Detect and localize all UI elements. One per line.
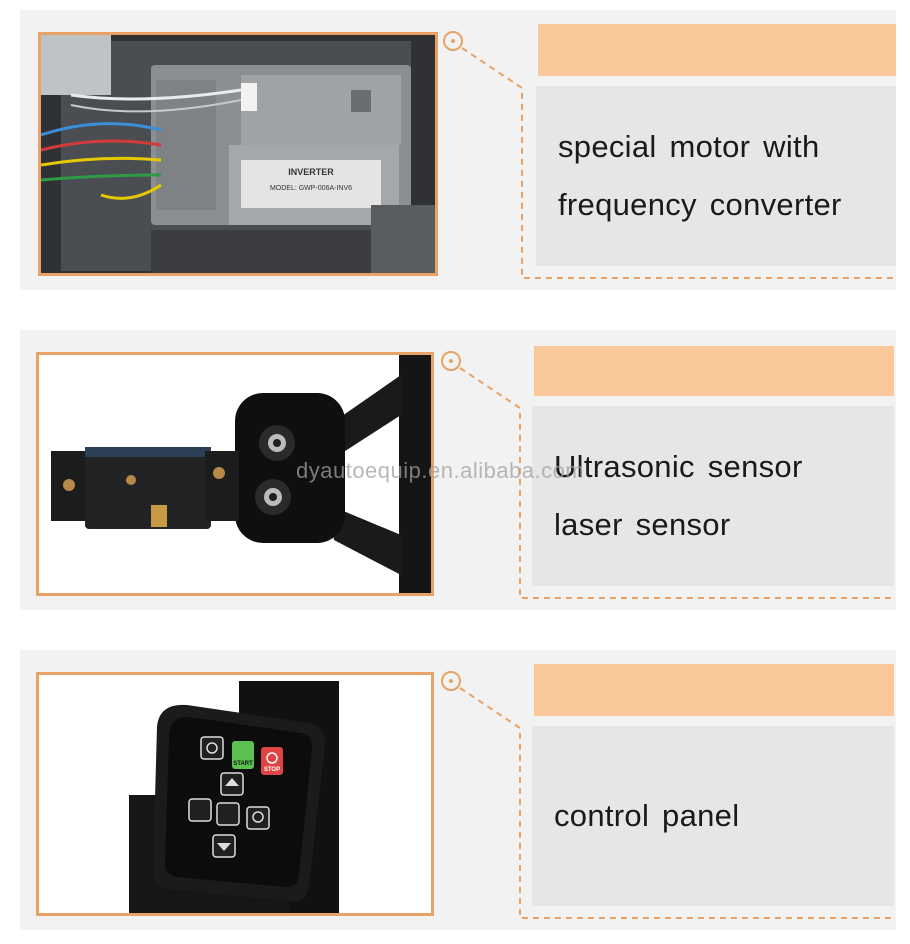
connector-line-3 (441, 671, 894, 919)
inverter-motor-illustration: INVERTER MODEL: GWP-006A-INV6 (41, 35, 435, 273)
stop-button-label: STOP (264, 767, 280, 773)
feature-header-bar-3 (534, 664, 894, 716)
watermark: dyautoequip.en.alibaba.com (296, 458, 585, 483)
inverter-brand-label: INVERTER (288, 167, 334, 177)
feature-text-line: special motor with (558, 129, 820, 164)
control-panel-photo: START STOP (36, 672, 434, 916)
connector-line-1 (443, 31, 896, 279)
feature-text-line: frequency converter (558, 187, 842, 222)
feature-text-line: Ultrasonic sensor (554, 449, 803, 484)
inverter-model-label: MODEL: GWP-006A-INV6 (270, 185, 352, 192)
feature-text-line: laser sensor (554, 507, 731, 542)
connector-line-2 (441, 351, 894, 599)
feature-text-box-3: control panel (532, 726, 894, 906)
feature-text-box-1: special motor with frequency converter (536, 86, 896, 266)
sensor-illustration (39, 355, 431, 593)
start-button-label: START (233, 761, 253, 767)
control-panel-illustration: START STOP (39, 675, 431, 913)
feature-text-line: control panel (554, 798, 740, 833)
feature-header-bar-2 (534, 346, 894, 396)
inverter-motor-photo: INVERTER MODEL: GWP-006A-INV6 (38, 32, 438, 276)
feature-text-box-2: Ultrasonic sensor laser sensor (532, 406, 894, 586)
feature-header-bar-1 (538, 24, 896, 76)
sensor-photo (36, 352, 434, 596)
